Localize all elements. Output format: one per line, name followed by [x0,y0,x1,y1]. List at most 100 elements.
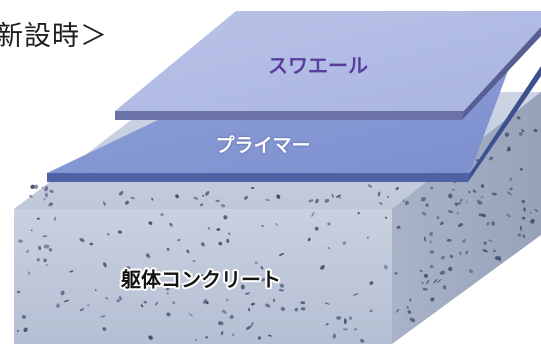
aggregate-dot [422,287,428,291]
aggregate-dot [155,301,158,306]
aggregate-dot [456,211,459,215]
aggregate-dot [521,216,526,220]
aggregate-dot [421,212,427,216]
aggregate-dot [509,187,513,191]
aggregate-dot [140,304,144,308]
aggregate-dot [343,328,348,331]
aggregate-dot [452,188,455,191]
aggregate-dot [521,199,525,204]
aggregate-dot [265,199,271,201]
aggregate-dot [518,131,523,136]
aggregate-dot [324,302,330,305]
aggregate-dot [94,289,97,292]
aggregate-dot [430,186,434,190]
aggregate-dot [406,306,409,309]
aggregate-dot [466,200,468,204]
aggregate-dot [89,242,94,246]
aggregate-dot [248,307,251,312]
aggregate-dot [459,251,462,256]
primer-side-edge [468,66,541,182]
concrete-aggregate-dots [16,116,539,343]
aggregate-dot [200,274,204,279]
aggregate-dot [166,312,171,317]
aggregate-dot [217,321,224,326]
aggregate-dot [429,240,432,244]
aggregate-dot [336,316,342,320]
aggregate-dot [457,202,462,205]
aggregate-dot [48,202,53,207]
aggregate-dot [449,254,454,258]
aggregate-dot [440,255,445,260]
aggregate-dot [383,264,388,270]
aggregate-dot [327,222,331,226]
aggregate-dot [87,304,90,306]
aggregate-dot [420,196,426,202]
concrete-side-face [392,92,541,344]
aggregate-dot [423,273,429,278]
aggregate-dot [468,269,474,274]
top-membrane-front-edge [115,111,464,120]
aggregate-dot [172,301,176,305]
aggregate-dot [130,196,135,200]
aggregate-dot [379,202,383,205]
aggregate-dot [265,303,271,308]
aggregate-dot [260,266,264,270]
aggregate-dot [442,285,447,290]
aggregate-dot [244,292,250,295]
aggregate-dot [509,177,512,182]
aggregate-dot [116,299,120,303]
aggregate-dot [425,203,429,207]
aggregate-dot [250,322,254,328]
aggregate-dot [394,271,398,275]
aggregate-dot [407,310,412,314]
aggregate-dot [276,194,281,199]
aggregate-dot [311,211,315,218]
aggregate-dot [419,269,423,273]
aggregate-dot [165,287,170,291]
aggregate-dot [188,313,193,317]
aggregate-dot [103,262,107,268]
aggregate-dot [254,261,258,265]
aggregate-dot [16,329,20,333]
aggregate-dot [423,236,427,242]
aggregate-dot [457,223,464,228]
aggregate-dot [118,191,124,196]
aggregate-dot [315,198,319,204]
aggregate-dot [324,198,330,203]
aggregate-dot [43,258,47,263]
aggregate-dot [404,200,409,205]
aggregate-dot [343,318,347,325]
aggregate-dot [147,255,151,259]
aggregate-dot [205,336,209,339]
aggregate-dot [126,266,131,270]
aggregate-dot [44,186,49,192]
aggregate-dot [119,295,122,301]
aggregate-dot [148,335,153,340]
aggregate-dot [160,213,164,217]
top-membrane-side-edge [462,27,541,120]
aggregate-dot [244,196,248,200]
aggregate-dot [494,256,501,261]
aggregate-dot [175,281,180,285]
aggregate-dot [279,253,284,256]
aggregate-dot [308,199,314,203]
aggregate-dot [367,184,373,188]
aggregate-dot [166,292,169,295]
aggregate-dot [106,232,110,236]
primer-front-edge [47,173,470,182]
aggregate-dot [519,167,523,171]
aggregate-dot [43,244,50,249]
aggregate-dot [300,301,306,305]
aggregate-dot [103,201,106,206]
aggregate-dot [366,236,369,239]
aggregate-dot [478,201,483,205]
aggregate-dot [124,200,130,205]
aggregate-dot [436,216,440,220]
aggregate-dot [175,194,179,199]
aggregate-dot [192,260,196,263]
aggregate-dot [314,226,319,231]
aggregate-dot [533,128,538,132]
aggregate-dot [251,302,255,306]
aggregate-dot [436,279,442,283]
aggregate-dot [369,281,374,286]
